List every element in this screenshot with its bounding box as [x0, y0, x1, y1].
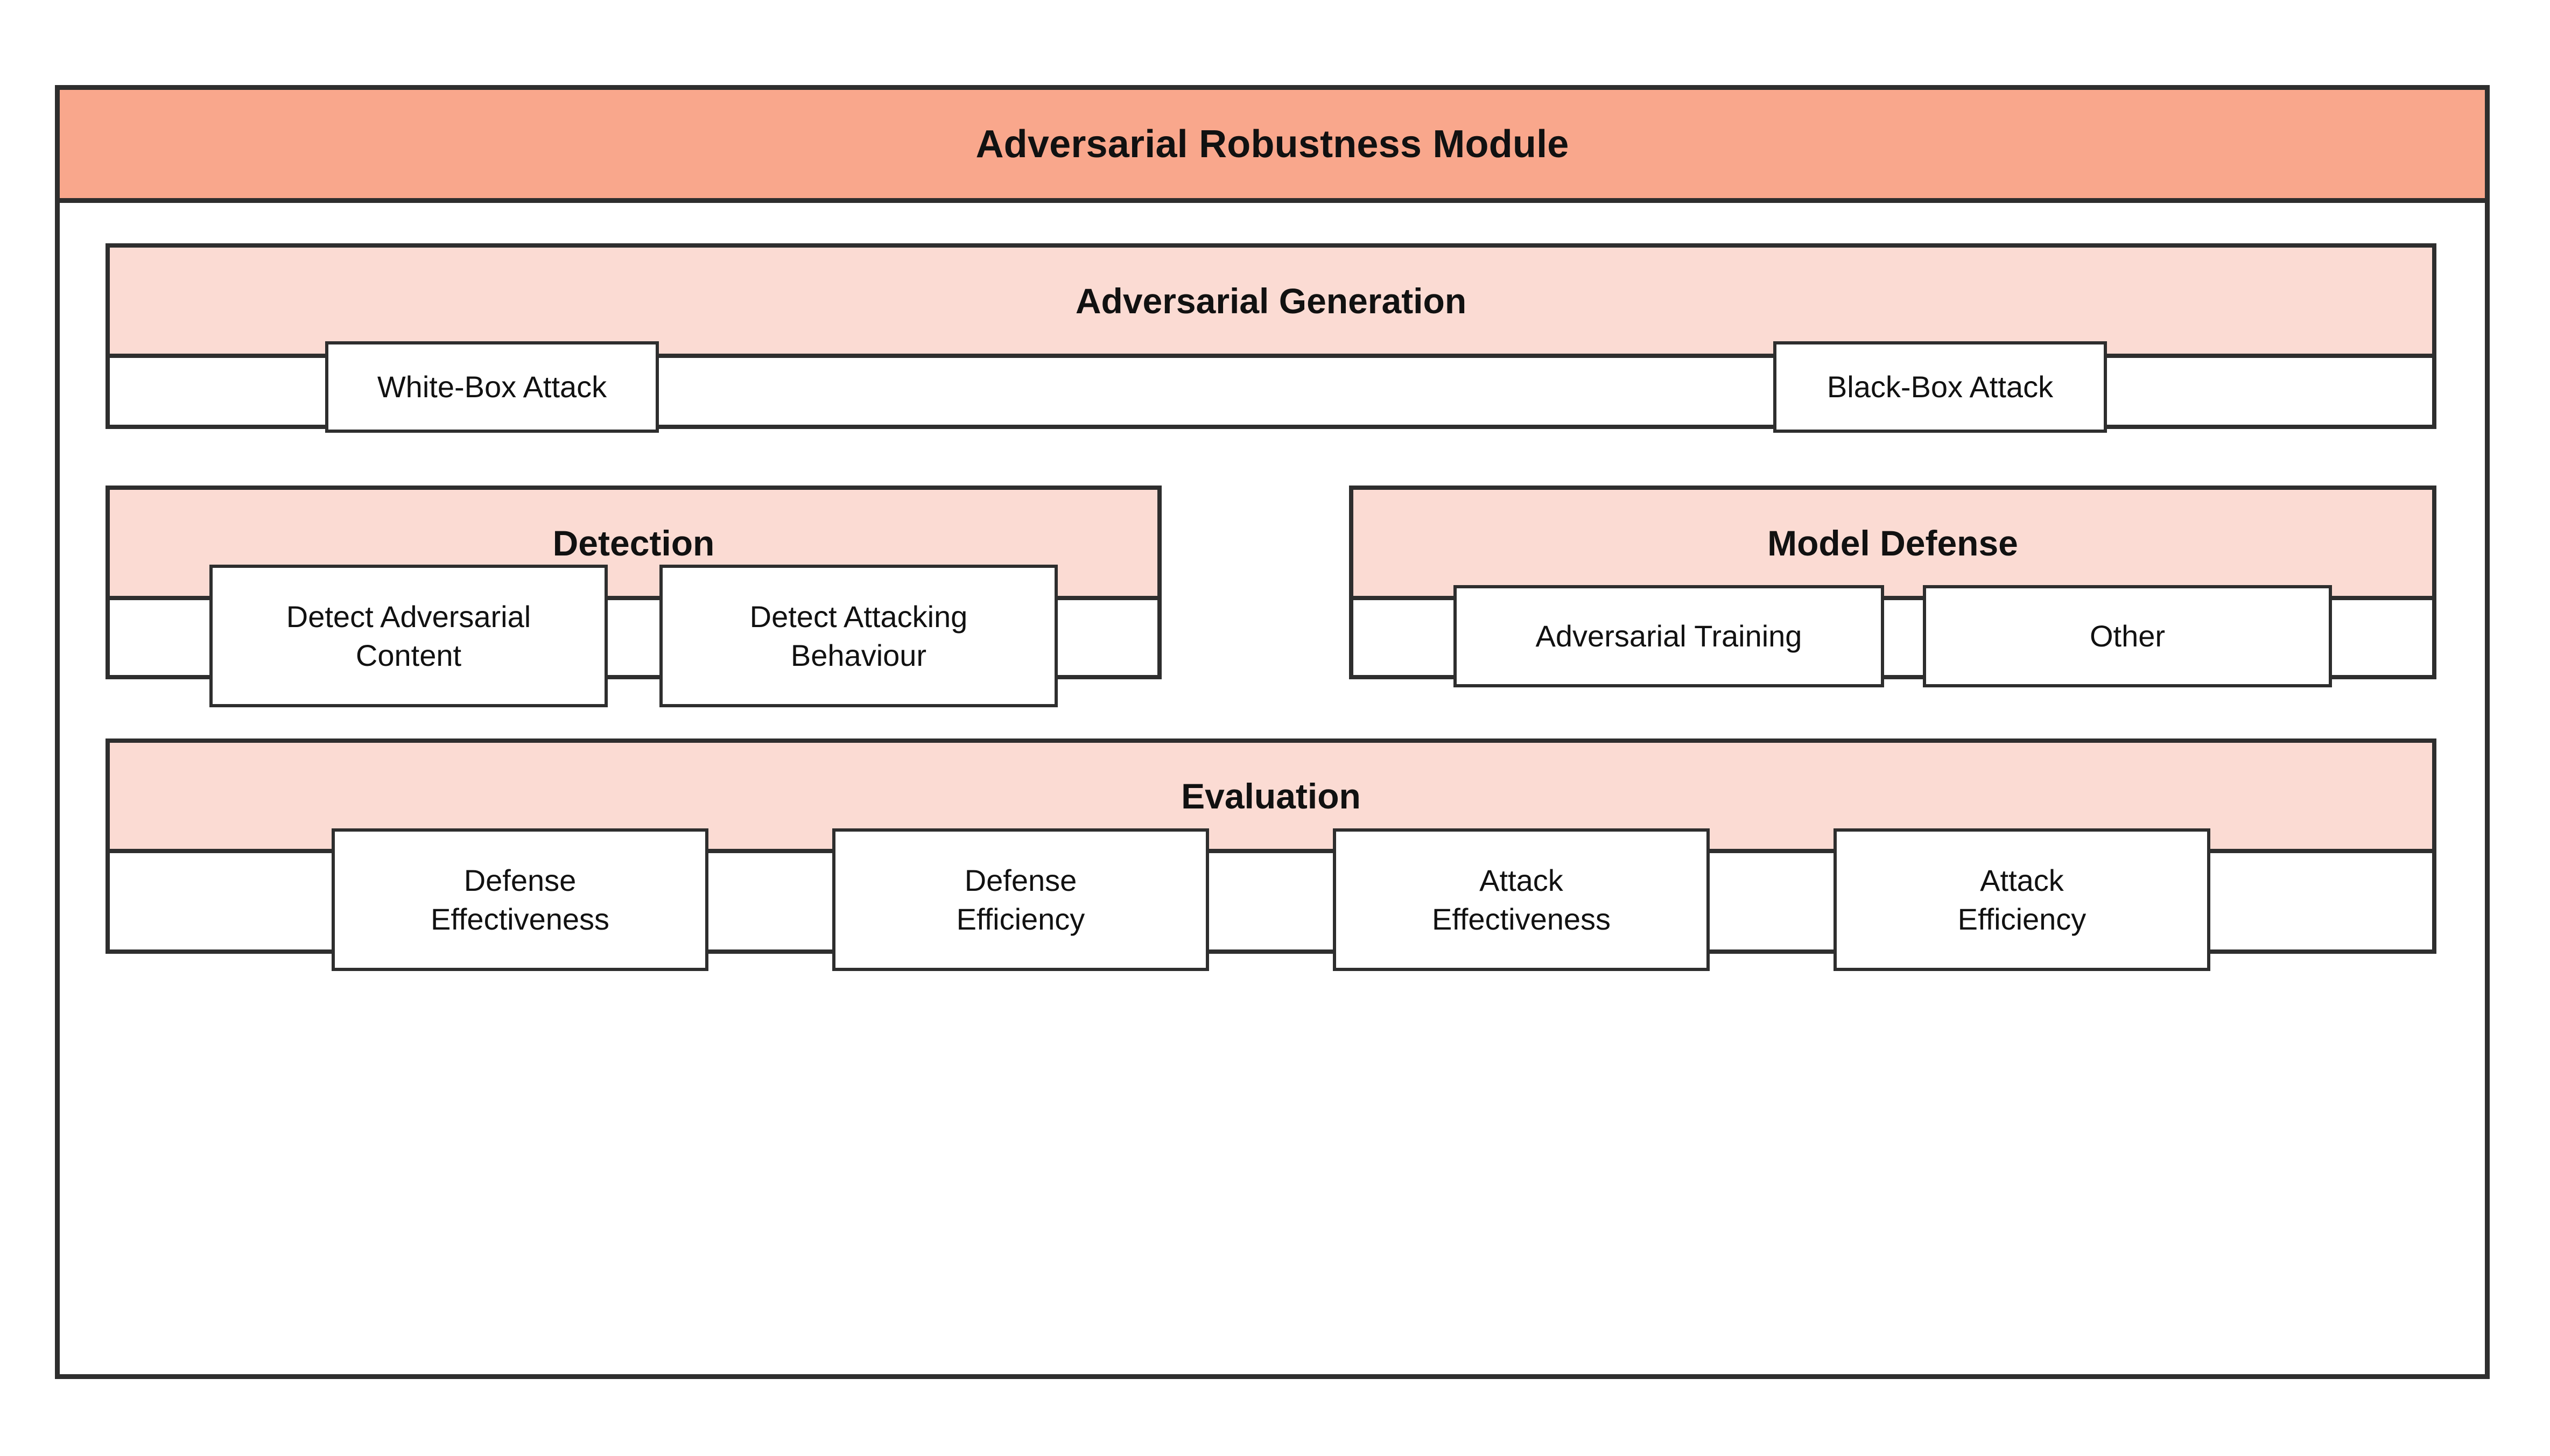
node-label-line1: Detect Attacking — [749, 599, 968, 634]
node-label: Black-Box Attack — [1827, 370, 2054, 404]
panel-title-evaluation: Evaluation — [1181, 776, 1361, 816]
module-title-bar: Adversarial Robustness Module — [60, 90, 2485, 203]
panel-title-detection: Detection — [552, 523, 715, 563]
panel-body-evaluation: Defense Effectiveness Defense Efficiency… — [110, 828, 2432, 971]
node-label: Detect Attacking Behaviour — [750, 597, 968, 674]
node-label: Other — [2089, 618, 2166, 653]
node-label-line2: Efficiency — [1957, 902, 2087, 936]
panel-title-adversarial-generation: Adversarial Generation — [1075, 280, 1467, 321]
node-label-line1: Detect Adversarial — [286, 599, 531, 634]
node-detect-adversarial-content[interactable]: Detect Adversarial Content — [209, 565, 608, 707]
node-adversarial-training[interactable]: Adversarial Training — [1453, 585, 1884, 687]
node-label: Attack Effectiveness — [1432, 861, 1611, 938]
node-label-line1: Defense — [964, 863, 1077, 897]
generation-node-row: White-Box Attack Black-Box Attack — [110, 341, 2432, 433]
node-label: Attack Efficiency — [1958, 861, 2087, 938]
node-label-line2: Effectiveness — [1431, 902, 1611, 936]
node-white-box-attack[interactable]: White-Box Attack — [325, 341, 659, 433]
node-label-line2: Behaviour — [790, 638, 927, 672]
panel-title-model-defense: Model Defense — [1767, 523, 2018, 563]
module-title: Adversarial Robustness Module — [975, 122, 1569, 166]
node-defense-efficiency[interactable]: Defense Efficiency — [832, 828, 1209, 971]
node-detect-attacking-behaviour[interactable]: Detect Attacking Behaviour — [659, 565, 1058, 707]
panel-detection: Detection Detect Adversarial Content Det… — [106, 486, 1162, 707]
node-defense-effectiveness[interactable]: Defense Effectiveness — [332, 828, 708, 971]
panel-body-detection: Detect Adversarial Content Detect Attack… — [110, 565, 1157, 707]
adversarial-robustness-module: Adversarial Robustness Module Adversaria… — [55, 85, 2490, 1379]
panel-body-model-defense: Adversarial Training Other — [1353, 585, 2432, 687]
node-other[interactable]: Other — [1923, 585, 2332, 687]
node-attack-efficiency[interactable]: Attack Efficiency — [1834, 828, 2210, 971]
node-attack-effectiveness[interactable]: Attack Effectiveness — [1333, 828, 1710, 971]
panel-body-adversarial-generation: White-Box Attack Black-Box Attack — [110, 341, 2432, 433]
panel-adversarial-generation: Adversarial Generation White-Box Attack … — [106, 243, 2436, 433]
panel-model-defense: Model Defense Adversarial Training Other — [1349, 486, 2436, 687]
node-label: Adversarial Training — [1535, 618, 1802, 653]
panel-evaluation: Evaluation Defense Effectiveness Defense… — [106, 738, 2436, 971]
node-label: Defense Efficiency — [957, 861, 1085, 938]
node-label: Detect Adversarial Content — [286, 597, 531, 674]
node-label-line2: Content — [355, 638, 462, 672]
node-label-line2: Efficiency — [956, 902, 1085, 936]
node-label-line1: Attack — [1980, 863, 2064, 897]
panel-header-model-defense: Model Defense — [1353, 490, 2432, 600]
node-label-line1: Attack — [1479, 863, 1563, 897]
node-label-line1: Defense — [463, 863, 577, 897]
panel-header-adversarial-generation: Adversarial Generation — [110, 248, 2432, 358]
node-label: White-Box Attack — [377, 370, 607, 404]
node-label: Defense Effectiveness — [431, 861, 609, 938]
node-label-line2: Effectiveness — [430, 902, 610, 936]
node-black-box-attack[interactable]: Black-Box Attack — [1773, 341, 2107, 433]
